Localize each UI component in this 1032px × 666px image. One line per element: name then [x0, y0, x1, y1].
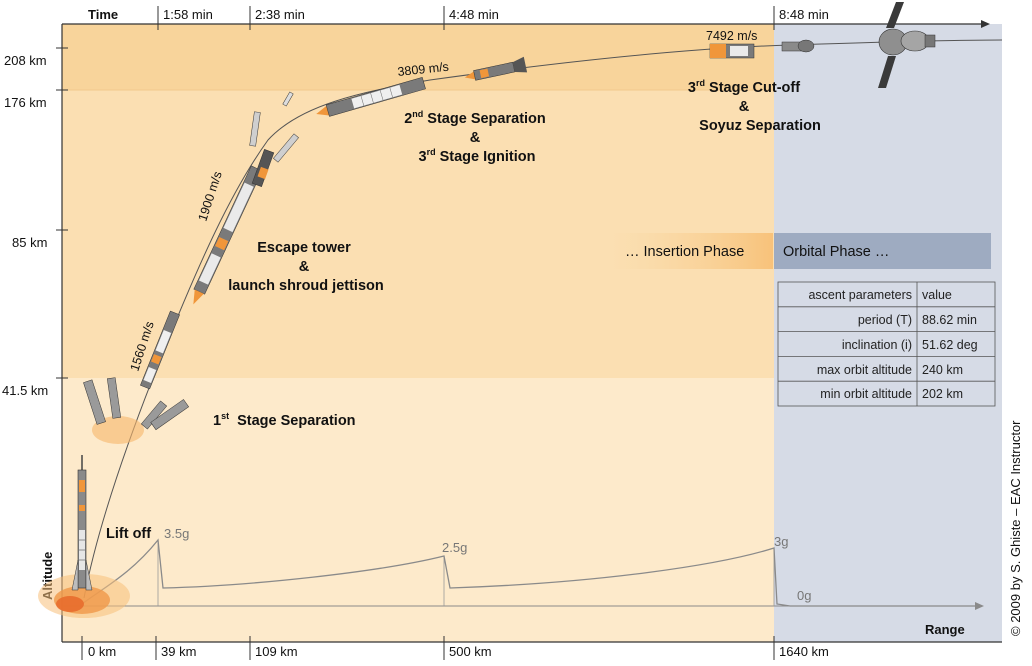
insertion-phase-label: … Insertion Phase [625, 244, 744, 260]
table-cell: 51.62 deg [922, 338, 978, 352]
g-force-curve [81, 538, 975, 607]
table-cell: 240 km [922, 363, 963, 377]
rocket-second-stage [316, 77, 426, 117]
table-cell: 202 km [922, 387, 963, 401]
table-header-cell: value [922, 288, 952, 302]
range-tick-label: 1640 km [779, 644, 829, 659]
rocket-ascent-stage-1 [140, 310, 180, 390]
altitude-tick-label: 41.5 km [2, 383, 48, 398]
table-cell: min orbit altitude [820, 387, 912, 401]
table-cell: period (T) [858, 313, 912, 327]
rocket-third-stage [464, 56, 528, 81]
altitude-tick-label: 176 km [4, 95, 47, 110]
altitude-band-low [62, 378, 774, 642]
range-axis-title: Range [925, 622, 965, 637]
launch-exhaust-cloud [38, 574, 130, 618]
insertion-phase-box [610, 233, 773, 269]
velocity-label: 7492 m/s [706, 29, 757, 43]
ascent-parameters-table: ascent parameters value period (T) 88.62… [777, 281, 996, 407]
table-header-cell: ascent parameters [808, 288, 912, 302]
range-tick-label: 39 km [161, 644, 196, 659]
time-axis-arrow [981, 20, 990, 28]
copyright-credit: © 2009 by S. Ghiste – EAC Instructor [1008, 420, 1023, 636]
g-baseline-arrow [975, 602, 984, 610]
time-tick-label: 8:48 min [779, 7, 829, 22]
time-axis-title: Time [88, 7, 118, 22]
rocket-on-launchpad [71, 455, 93, 591]
altitude-tick-label: 208 km [4, 53, 47, 68]
table-cell: 88.62 min [922, 313, 977, 327]
liftoff-label: Lift off [106, 526, 151, 542]
time-tick-label: 4:48 min [449, 7, 499, 22]
third-stage-cutoff-label: 3rd Stage Cut-off & Soyuz Separation [688, 78, 821, 134]
altitude-tick-label: 85 km [12, 235, 47, 250]
escape-tower-label: Escape tower & launch shroud jettison [228, 240, 383, 294]
orbital-phase-box [774, 233, 991, 269]
table-cell: max orbit altitude [817, 363, 912, 377]
escape-tower-shroud-icon [249, 91, 299, 187]
rocket-ascent-stage-2 [193, 165, 263, 305]
g-force-label: 3.5g [164, 526, 189, 541]
table-cell: inclination (i) [842, 338, 912, 352]
velocity-label: 3809 m/s [397, 60, 450, 79]
third-stage-cutoff-icon [709, 43, 755, 59]
orbital-phase-label: Orbital Phase … [783, 244, 889, 260]
g-force-label: 2.5g [442, 540, 467, 555]
soyuz-spacecraft-icon [781, 2, 936, 88]
second-stage-separation-label: 2nd Stage Separation & 3rd Stage Ignitio… [404, 109, 550, 165]
time-tick-label: 2:38 min [255, 7, 305, 22]
first-stage-boosters-icon [83, 377, 190, 444]
g-force-label: 0g [797, 588, 811, 603]
time-tick-label: 1:58 min [163, 7, 213, 22]
range-tick-label: 0 km [88, 644, 116, 659]
range-tick-label: 109 km [255, 644, 298, 659]
g-force-label: 3g [774, 534, 788, 549]
range-tick-label: 500 km [449, 644, 492, 659]
